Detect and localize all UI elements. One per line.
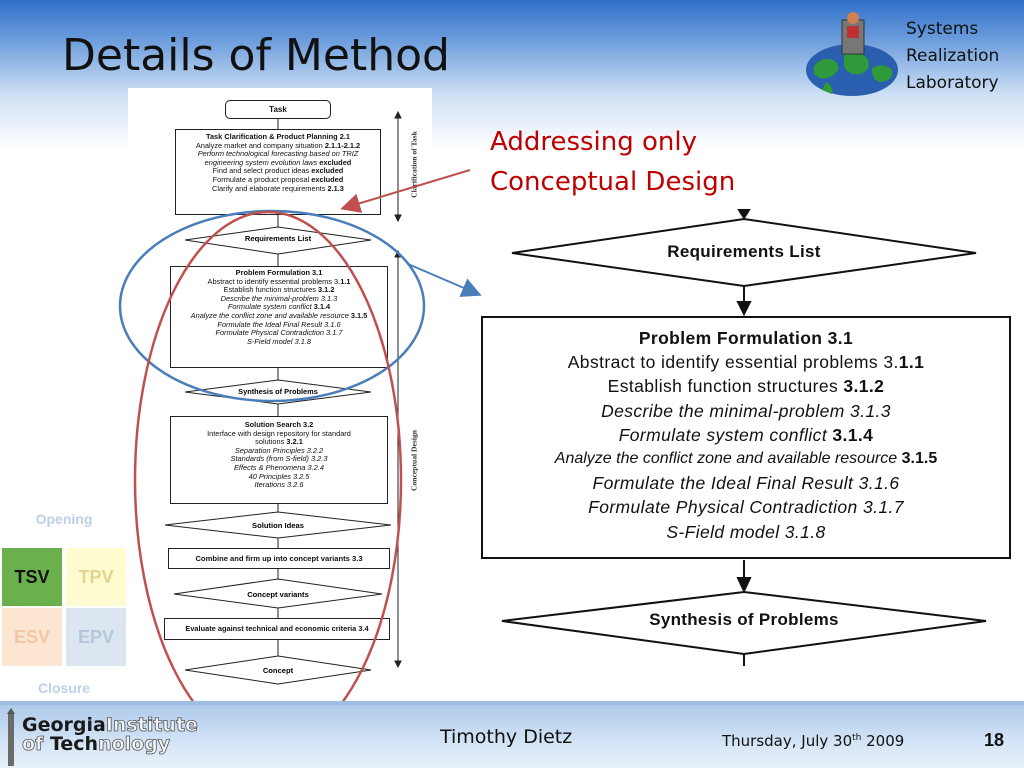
solution-ref: 3.2.1 xyxy=(286,437,303,447)
task-box: Task xyxy=(225,100,331,119)
footer-bar xyxy=(0,705,1024,768)
slide-title: Details of Method xyxy=(62,30,450,81)
problem-line: Establish function structures xyxy=(223,285,319,295)
problem-line: Formulate Physical Contradiction 3.1.7 xyxy=(215,328,343,338)
annotation-line: Addressing only xyxy=(490,127,698,157)
problem-line: Formulate system conflict xyxy=(227,302,314,312)
zoom-heading: Problem Formulation 3.1 xyxy=(638,328,854,348)
concept-variants-diamond: Concept variants xyxy=(247,590,309,599)
lab-name-line: Laboratory xyxy=(906,73,999,93)
problem-ref: 3.1.4 xyxy=(313,302,331,312)
lab-name-line: Realization xyxy=(906,46,1000,66)
zoom-synthesis: Synthesis of Problems xyxy=(649,610,839,629)
problem-line: Formulate the Ideal Final Result 3.1.6 xyxy=(217,319,341,329)
zoom-line: Formulate the Ideal Final Result 3.1.6 xyxy=(592,473,900,494)
date-text: Thursday, July 30 xyxy=(722,732,853,750)
clarification-line: Find and select product ideas xyxy=(212,166,312,176)
lab-name-line: Systems xyxy=(906,19,979,39)
zoom-connectors xyxy=(501,209,987,666)
logo-text: of xyxy=(22,733,50,755)
zoom-requirements-list: Requirements List xyxy=(667,242,821,261)
clarification-line: Analyze market and company situation xyxy=(195,140,325,150)
zoom-ref: 1.1 xyxy=(898,352,925,373)
problem-line: S-Field model 3.1.8 xyxy=(246,336,312,346)
problem-heading: Problem Formulation 3.1 xyxy=(235,268,323,277)
solution-line: Effects & Phenomena 3.2.4 xyxy=(234,462,324,472)
clarification-line: Formulate a product proposal xyxy=(212,174,312,184)
clarification-ref: excluded xyxy=(311,174,344,184)
solution-ideas-diamond: Solution Ideas xyxy=(252,521,304,530)
annotation-line: Conceptual Design xyxy=(490,167,736,197)
slide-number: 18 xyxy=(984,730,1005,750)
clarification-ref: excluded xyxy=(319,157,352,167)
zoom-line: Describe the minimal-problem 3.1.3 xyxy=(601,400,891,421)
tsv-cell: TSV xyxy=(2,548,62,606)
logo-text: Georgia xyxy=(22,714,106,736)
combine-box: Combine and firm up into concept variant… xyxy=(168,548,390,569)
lab-name: Systems Realization Laboratory xyxy=(906,16,999,97)
problem-ref: 3.1.2 xyxy=(318,285,335,295)
solution-heading: Solution Search 3.2 xyxy=(244,420,314,429)
solution-line: Standards (from S-field) 3.2.3 xyxy=(230,454,328,464)
zoom-ref: 3.1.2 xyxy=(843,376,885,397)
solution-line: Iterations 3.2.6 xyxy=(254,480,304,490)
logo-text: nology xyxy=(98,733,171,755)
epv-cell: EPV xyxy=(66,608,126,666)
tpv-cell: TPV xyxy=(66,548,126,606)
problem-formulation-box: Problem Formulation 3.1 Abstract to iden… xyxy=(170,266,388,368)
clarification-ref: 2.1.3 xyxy=(327,183,344,193)
requirements-list-diamond: Requirements List xyxy=(244,234,312,243)
logo-text: Institute xyxy=(105,714,198,736)
problem-line: Abstract to identify essential problems … xyxy=(207,276,341,286)
date-suffix: th xyxy=(852,733,862,743)
zoom-problem-formulation-box: Problem Formulation 3.1 Abstract to iden… xyxy=(481,316,1011,559)
sidebar-closure-label: Closure xyxy=(37,680,91,696)
footer-divider xyxy=(0,701,1024,706)
footer-date: Thursday, July 30th 2009 xyxy=(722,732,904,750)
clarification-line: Clarify and elaborate requirements xyxy=(212,183,328,193)
globe-logo-icon xyxy=(806,12,898,96)
problem-ref: 1.1 xyxy=(340,276,351,286)
date-text: 2009 xyxy=(861,732,905,750)
zoom-line: S-Field model 3.1.8 xyxy=(666,521,826,542)
tech-tower-icon xyxy=(7,708,15,766)
synthesis-diamond: Synthesis of Problems xyxy=(238,387,318,396)
annotation-text: Addressing only Conceptual Design xyxy=(490,122,735,202)
flowchart-connectors xyxy=(164,110,402,685)
solution-line: Separation Principles 3.2.2 xyxy=(234,445,324,455)
solution-line: 40 Principles 3.2.5 xyxy=(248,471,310,481)
method-flowchart: Task Task Clarification & Product Planni… xyxy=(128,88,432,703)
zoom-line: Analyze the conflict zone and available … xyxy=(554,450,902,468)
georgia-tech-logo: GeorgiaInstitute of Technology xyxy=(22,714,199,755)
logo-text: Tech xyxy=(49,733,99,755)
esv-cell: ESV xyxy=(2,608,62,666)
clarification-line: Perform technological forecasting based … xyxy=(197,149,359,159)
zoom-line: Abstract to identify essential problems … xyxy=(567,352,899,373)
zoom-line: Formulate system conflict xyxy=(618,424,833,445)
clarification-ref: excluded xyxy=(311,166,344,176)
solution-line: solutions xyxy=(255,437,287,447)
zoom-line: Formulate Physical Contradiction 3.1.7 xyxy=(588,497,904,518)
concept-diamond: Concept xyxy=(262,666,294,675)
clarification-ref: 2.1.1-2.1.2 xyxy=(324,140,361,150)
zoom-line: Establish function structures xyxy=(607,376,844,397)
evaluate-box: Evaluate against technical and economic … xyxy=(164,618,390,640)
problem-line: Analyze the conflict zone and available … xyxy=(190,310,351,320)
problem-ref: 3.1.5 xyxy=(350,310,368,320)
footer-author: Timothy Dietz xyxy=(440,726,573,748)
solution-line: Interface with design repository for sta… xyxy=(207,428,351,438)
sidebar-opening-label: Opening xyxy=(35,511,93,527)
problem-line: Describe the minimal-problem 3.1.3 xyxy=(220,293,338,303)
solution-search-box: Solution Search 3.2 Interface with desig… xyxy=(170,416,388,504)
clarification-line: engineering system evolution laws xyxy=(204,157,320,167)
zoom-ref: 3.1.5 xyxy=(901,450,938,468)
clarification-heading: Task Clarification & Product Planning 2.… xyxy=(205,132,350,141)
zoom-ref: 3.1.4 xyxy=(832,424,874,445)
